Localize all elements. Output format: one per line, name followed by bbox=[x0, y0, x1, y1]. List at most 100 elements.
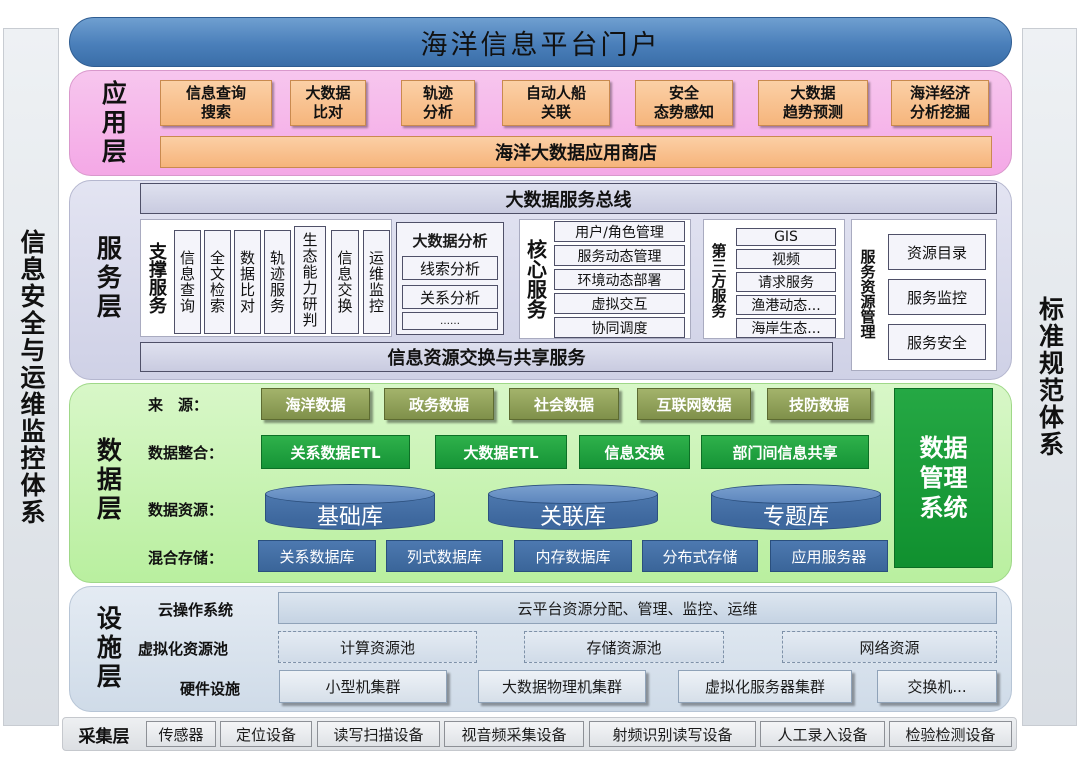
storage-label: 分布式存储 bbox=[662, 547, 738, 566]
storage-distributed: 分布式存储 bbox=[642, 540, 758, 572]
app-trend-forecast: 大数据趋势预测 bbox=[758, 80, 868, 126]
core-item-collab-schedule: 协同调度 bbox=[554, 317, 685, 338]
core-item-user-role: 用户/角色管理 bbox=[554, 221, 685, 242]
storage-row-label-text: 混合存储： bbox=[148, 548, 224, 567]
infrastructure-layer-label: 设施层 bbox=[84, 592, 130, 704]
infrastructure-layer-label-text: 设施层 bbox=[93, 604, 123, 692]
bigdata-app-store: 海洋大数据应用商店 bbox=[160, 136, 992, 168]
app-label-line2: 态势感知 bbox=[653, 103, 714, 121]
source-internet-data: 互联网数据 bbox=[637, 388, 751, 420]
integration-row-label: 数据整合： bbox=[148, 440, 248, 464]
resource-row-label-text: 数据资源： bbox=[148, 500, 224, 519]
app-info-search: 信息查询搜索 bbox=[160, 80, 272, 126]
hw-label: 小型机集群 bbox=[325, 678, 401, 696]
application-layer-label-text: 应用层 bbox=[98, 79, 128, 167]
app-label-line1: 轨迹 bbox=[422, 84, 453, 103]
source-label: 社会数据 bbox=[533, 395, 594, 414]
application-layer-label: 应用层 bbox=[84, 72, 140, 174]
source-label: 政务数据 bbox=[408, 395, 469, 414]
source-tech-defense-data: 技防数据 bbox=[767, 388, 871, 420]
dms-line1: 数据 bbox=[919, 434, 968, 462]
service-resource-title-text: 服务资源管理 bbox=[858, 249, 877, 339]
network-resource-label: 网络资源 bbox=[859, 638, 920, 657]
device-sensor: 传感器 bbox=[146, 721, 216, 747]
hw-minicomputer-cluster: 小型机集群 bbox=[279, 670, 447, 703]
device-label: 射频识别读写设备 bbox=[612, 725, 733, 744]
app-trajectory-analysis: 轨迹分析 bbox=[401, 80, 475, 126]
device-label: 传感器 bbox=[158, 725, 204, 744]
integration-label: 信息交换 bbox=[604, 443, 665, 462]
service-monitor-label: 服务监控 bbox=[906, 288, 967, 307]
storage-app-server: 应用服务器 bbox=[770, 540, 888, 572]
db-association-top bbox=[488, 484, 658, 504]
support-item-label: 数据比对 bbox=[238, 250, 256, 314]
support-item-label: 轨迹服务 bbox=[268, 250, 286, 314]
support-item-exchange: 信息交换 bbox=[331, 230, 359, 334]
db-thematic: 专题库 bbox=[711, 484, 881, 530]
support-item-compare: 数据比对 bbox=[234, 230, 261, 334]
third-party-title-text: 第三方服务 bbox=[709, 242, 728, 318]
standards-label: 标准规范体系 bbox=[1035, 296, 1065, 458]
hardware-label-text: 硬件设施 bbox=[180, 679, 241, 698]
storage-memory-db: 内存数据库 bbox=[514, 540, 632, 572]
security-ops-label: 信息安全与运维监控体系 bbox=[17, 228, 46, 526]
integration-label: 大数据ETL bbox=[463, 443, 539, 462]
core-item-virtual-interact: 虚拟交互 bbox=[554, 293, 685, 314]
storage-pool-label: 存储资源池 bbox=[586, 638, 662, 657]
collection-layer-label: 采集层 bbox=[66, 720, 142, 748]
storage-label: 应用服务器 bbox=[791, 547, 867, 566]
support-item-trajectory: 轨迹服务 bbox=[264, 230, 291, 334]
virtual-pool-label-text: 虚拟化资源池 bbox=[138, 639, 229, 658]
support-item-fulltext: 全文检索 bbox=[204, 230, 231, 334]
compute-pool: 计算资源池 bbox=[278, 631, 477, 663]
source-label: 技防数据 bbox=[788, 395, 849, 414]
support-item-ops-monitor: 运维监控 bbox=[363, 230, 390, 334]
integration-relational-etl: 关系数据ETL bbox=[261, 435, 410, 469]
third-item-label: GIS bbox=[774, 229, 798, 245]
core-item-label: 虚拟交互 bbox=[591, 296, 648, 313]
cloud-os-value: 云平台资源分配、管理、监控、运维 bbox=[517, 599, 758, 618]
service-layer-label-text: 服务层 bbox=[93, 234, 123, 322]
standards-pillar: 标准规范体系 bbox=[1022, 28, 1077, 726]
app-label-line1: 海洋经济 bbox=[909, 84, 970, 103]
integration-info-exchange: 信息交换 bbox=[579, 435, 690, 469]
db-foundation: 基础库 bbox=[265, 484, 435, 530]
bigdata-more-box: …… bbox=[402, 312, 498, 330]
core-item-label: 环境动态部署 bbox=[577, 272, 662, 289]
service-resource-title: 服务资源管理 bbox=[854, 232, 882, 356]
bigdata-more-label: …… bbox=[440, 315, 460, 327]
device-label: 读写扫描设备 bbox=[333, 725, 424, 744]
core-item-env-deploy: 环境动态部署 bbox=[554, 269, 685, 290]
integration-label: 关系数据ETL bbox=[290, 443, 381, 462]
device-label: 定位设备 bbox=[235, 725, 296, 744]
hardware-label: 硬件设施 bbox=[180, 676, 273, 700]
app-marine-economy: 海洋经济分析挖掘 bbox=[891, 80, 989, 126]
security-ops-pillar: 信息安全与运维监控体系 bbox=[3, 28, 59, 726]
support-item-label: 生态能力研判 bbox=[300, 232, 319, 328]
source-ocean-data: 海洋数据 bbox=[261, 388, 370, 420]
device-label: 人工录入设备 bbox=[777, 725, 868, 744]
device-positioning: 定位设备 bbox=[220, 721, 312, 747]
source-gov-data: 政务数据 bbox=[384, 388, 494, 420]
data-management-system: 数据 管理 系统 bbox=[894, 388, 993, 568]
resource-catalog-box: 资源目录 bbox=[888, 234, 986, 270]
device-label: 检验检测设备 bbox=[905, 725, 996, 744]
support-services-title: 支撑服务 bbox=[142, 222, 170, 334]
third-item-label: 视频 bbox=[772, 252, 800, 268]
app-auto-person-ship: 自动人船关联 bbox=[502, 80, 610, 126]
app-label-line1: 安全 bbox=[668, 84, 699, 103]
service-security-box: 服务安全 bbox=[888, 324, 986, 360]
dms-line2: 管理 bbox=[919, 464, 968, 492]
app-label-line1: 信息查询 bbox=[185, 84, 246, 103]
app-label-line2: 趋势预测 bbox=[782, 103, 843, 121]
support-item-label: 运维监控 bbox=[367, 250, 385, 314]
core-item-label: 服务动态管理 bbox=[577, 248, 662, 265]
app-label-line1: 大数据 bbox=[790, 84, 836, 103]
integration-bigdata-etl: 大数据ETL bbox=[435, 435, 567, 469]
hw-bigdata-physical-cluster: 大数据物理机集群 bbox=[478, 670, 646, 703]
dms-line3: 系统 bbox=[919, 494, 968, 522]
service-layer-label: 服务层 bbox=[84, 218, 130, 338]
db-association: 关联库 bbox=[488, 484, 658, 530]
source-label: 海洋数据 bbox=[285, 395, 346, 414]
device-av-capture: 视音频采集设备 bbox=[444, 721, 584, 747]
